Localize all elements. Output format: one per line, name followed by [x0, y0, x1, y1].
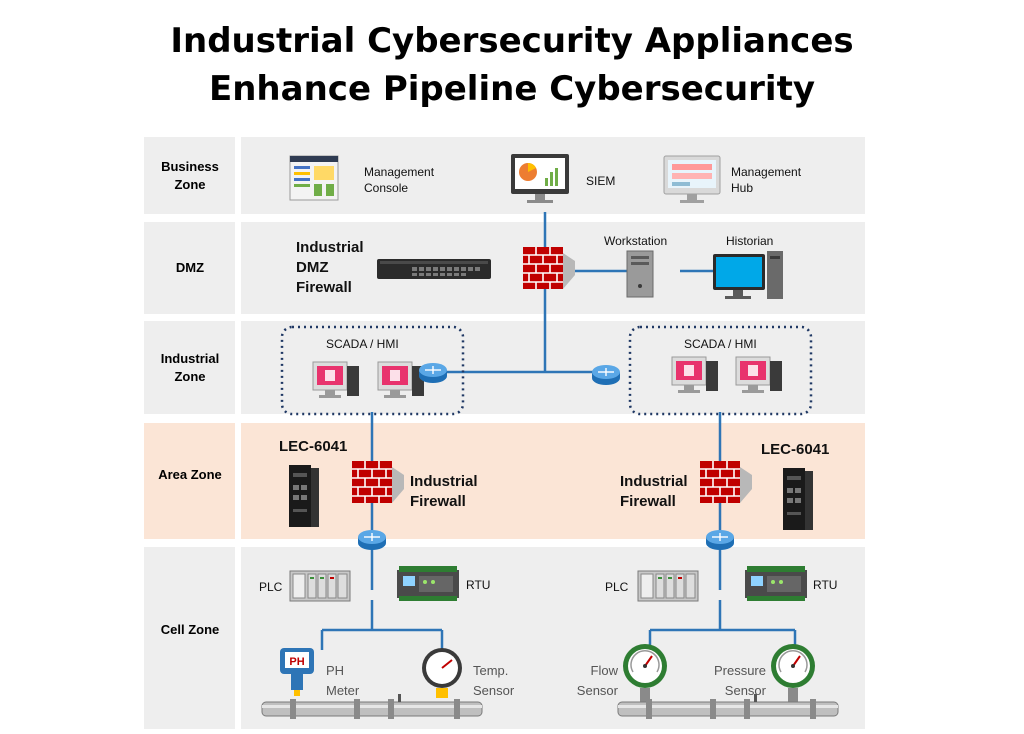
- siem-icon: [511, 154, 569, 203]
- flow-sensor-label: Flow Sensor: [576, 663, 618, 698]
- industrial-firewall-icon: [699, 460, 753, 504]
- zone-label-cell-area: [144, 423, 235, 539]
- lec-6041-label-right: LEC-6041: [761, 441, 830, 458]
- industrial-firewall-label-left: Industrial Firewall: [410, 473, 478, 510]
- temp-sensor-icon: [422, 648, 462, 698]
- zone-label-cell: Cell Zone: [160, 622, 220, 637]
- zone-label-dmz: DMZ: [175, 260, 205, 275]
- rtu-icon: [397, 566, 459, 601]
- dmz-firewall-icon: [522, 246, 576, 290]
- diagram-title-line1: Industrial Cybersecurity Appliances: [170, 21, 854, 61]
- pressure-sensor-label: Pressure Sensor: [713, 663, 766, 698]
- router-icon: [591, 364, 621, 386]
- dmz-firewall-label: Industrial DMZ Firewall: [296, 239, 364, 296]
- workstation-icon: [626, 250, 654, 298]
- area-zone-band: [241, 423, 865, 539]
- pressure-sensor-icon: [770, 643, 816, 703]
- zone-label-business: Business Zone: [161, 159, 219, 192]
- ph-meter-label: PH Meter: [326, 663, 360, 698]
- workstation-label: Workstation: [604, 234, 668, 248]
- router-icon: [357, 529, 387, 551]
- lec-6041-icon: [289, 465, 319, 527]
- lec-6041-label-left: LEC-6041: [279, 438, 348, 455]
- historian-icon: [713, 251, 783, 299]
- zone-label-industrial: Industrial Zone: [160, 351, 220, 384]
- siem-label: SIEM: [586, 174, 616, 188]
- zone-label-cell-industrial: [144, 321, 235, 414]
- zone-label-area: Area Zone: [158, 467, 222, 482]
- diagram-title-line2: Enhance Pipeline Cybersecurity: [209, 69, 815, 109]
- hmi-icon: [312, 361, 360, 399]
- historian-label: Historian: [726, 234, 774, 248]
- dmz-switch-icon: [377, 259, 491, 279]
- management-console-label: Management Console: [364, 165, 435, 195]
- scada-group-left: [280, 325, 465, 416]
- router-icon: [418, 362, 448, 384]
- hmi-icon: [377, 361, 425, 399]
- scada-hmi-label-right: SCADA / HMI: [684, 337, 757, 351]
- router-icon: [705, 529, 735, 551]
- management-hub-label: Management Hub: [731, 165, 802, 195]
- rtu-label-left: RTU: [466, 578, 491, 592]
- plc-icon: [289, 570, 351, 602]
- zone-label-cell-business: [144, 137, 235, 214]
- hmi-icon: [671, 356, 719, 394]
- industrial-firewall-label-right: Industrial Firewall: [620, 473, 688, 510]
- temp-sensor-label: Temp. Sensor: [473, 663, 515, 698]
- rtu-icon: [745, 566, 807, 601]
- scada-hmi-label-left: SCADA / HMI: [326, 337, 399, 351]
- lec-6041-icon: [783, 468, 813, 530]
- scada-group-right: [628, 325, 813, 416]
- ph-meter-icon: PH: [280, 648, 314, 696]
- plc-label-left: PLC: [259, 580, 283, 594]
- zone-label-cell-cell: [144, 547, 235, 729]
- management-hub-icon: [663, 155, 721, 203]
- plc-icon: [637, 570, 699, 602]
- zone-label-cell-dmz: [144, 222, 235, 314]
- management-console-icon: [289, 155, 339, 201]
- hmi-icon: [735, 356, 783, 394]
- plc-label-right: PLC: [605, 580, 629, 594]
- rtu-label-right: RTU: [813, 578, 838, 592]
- flow-sensor-icon: [622, 643, 668, 703]
- industrial-firewall-icon: [351, 460, 405, 504]
- svg-text:PH: PH: [289, 656, 304, 668]
